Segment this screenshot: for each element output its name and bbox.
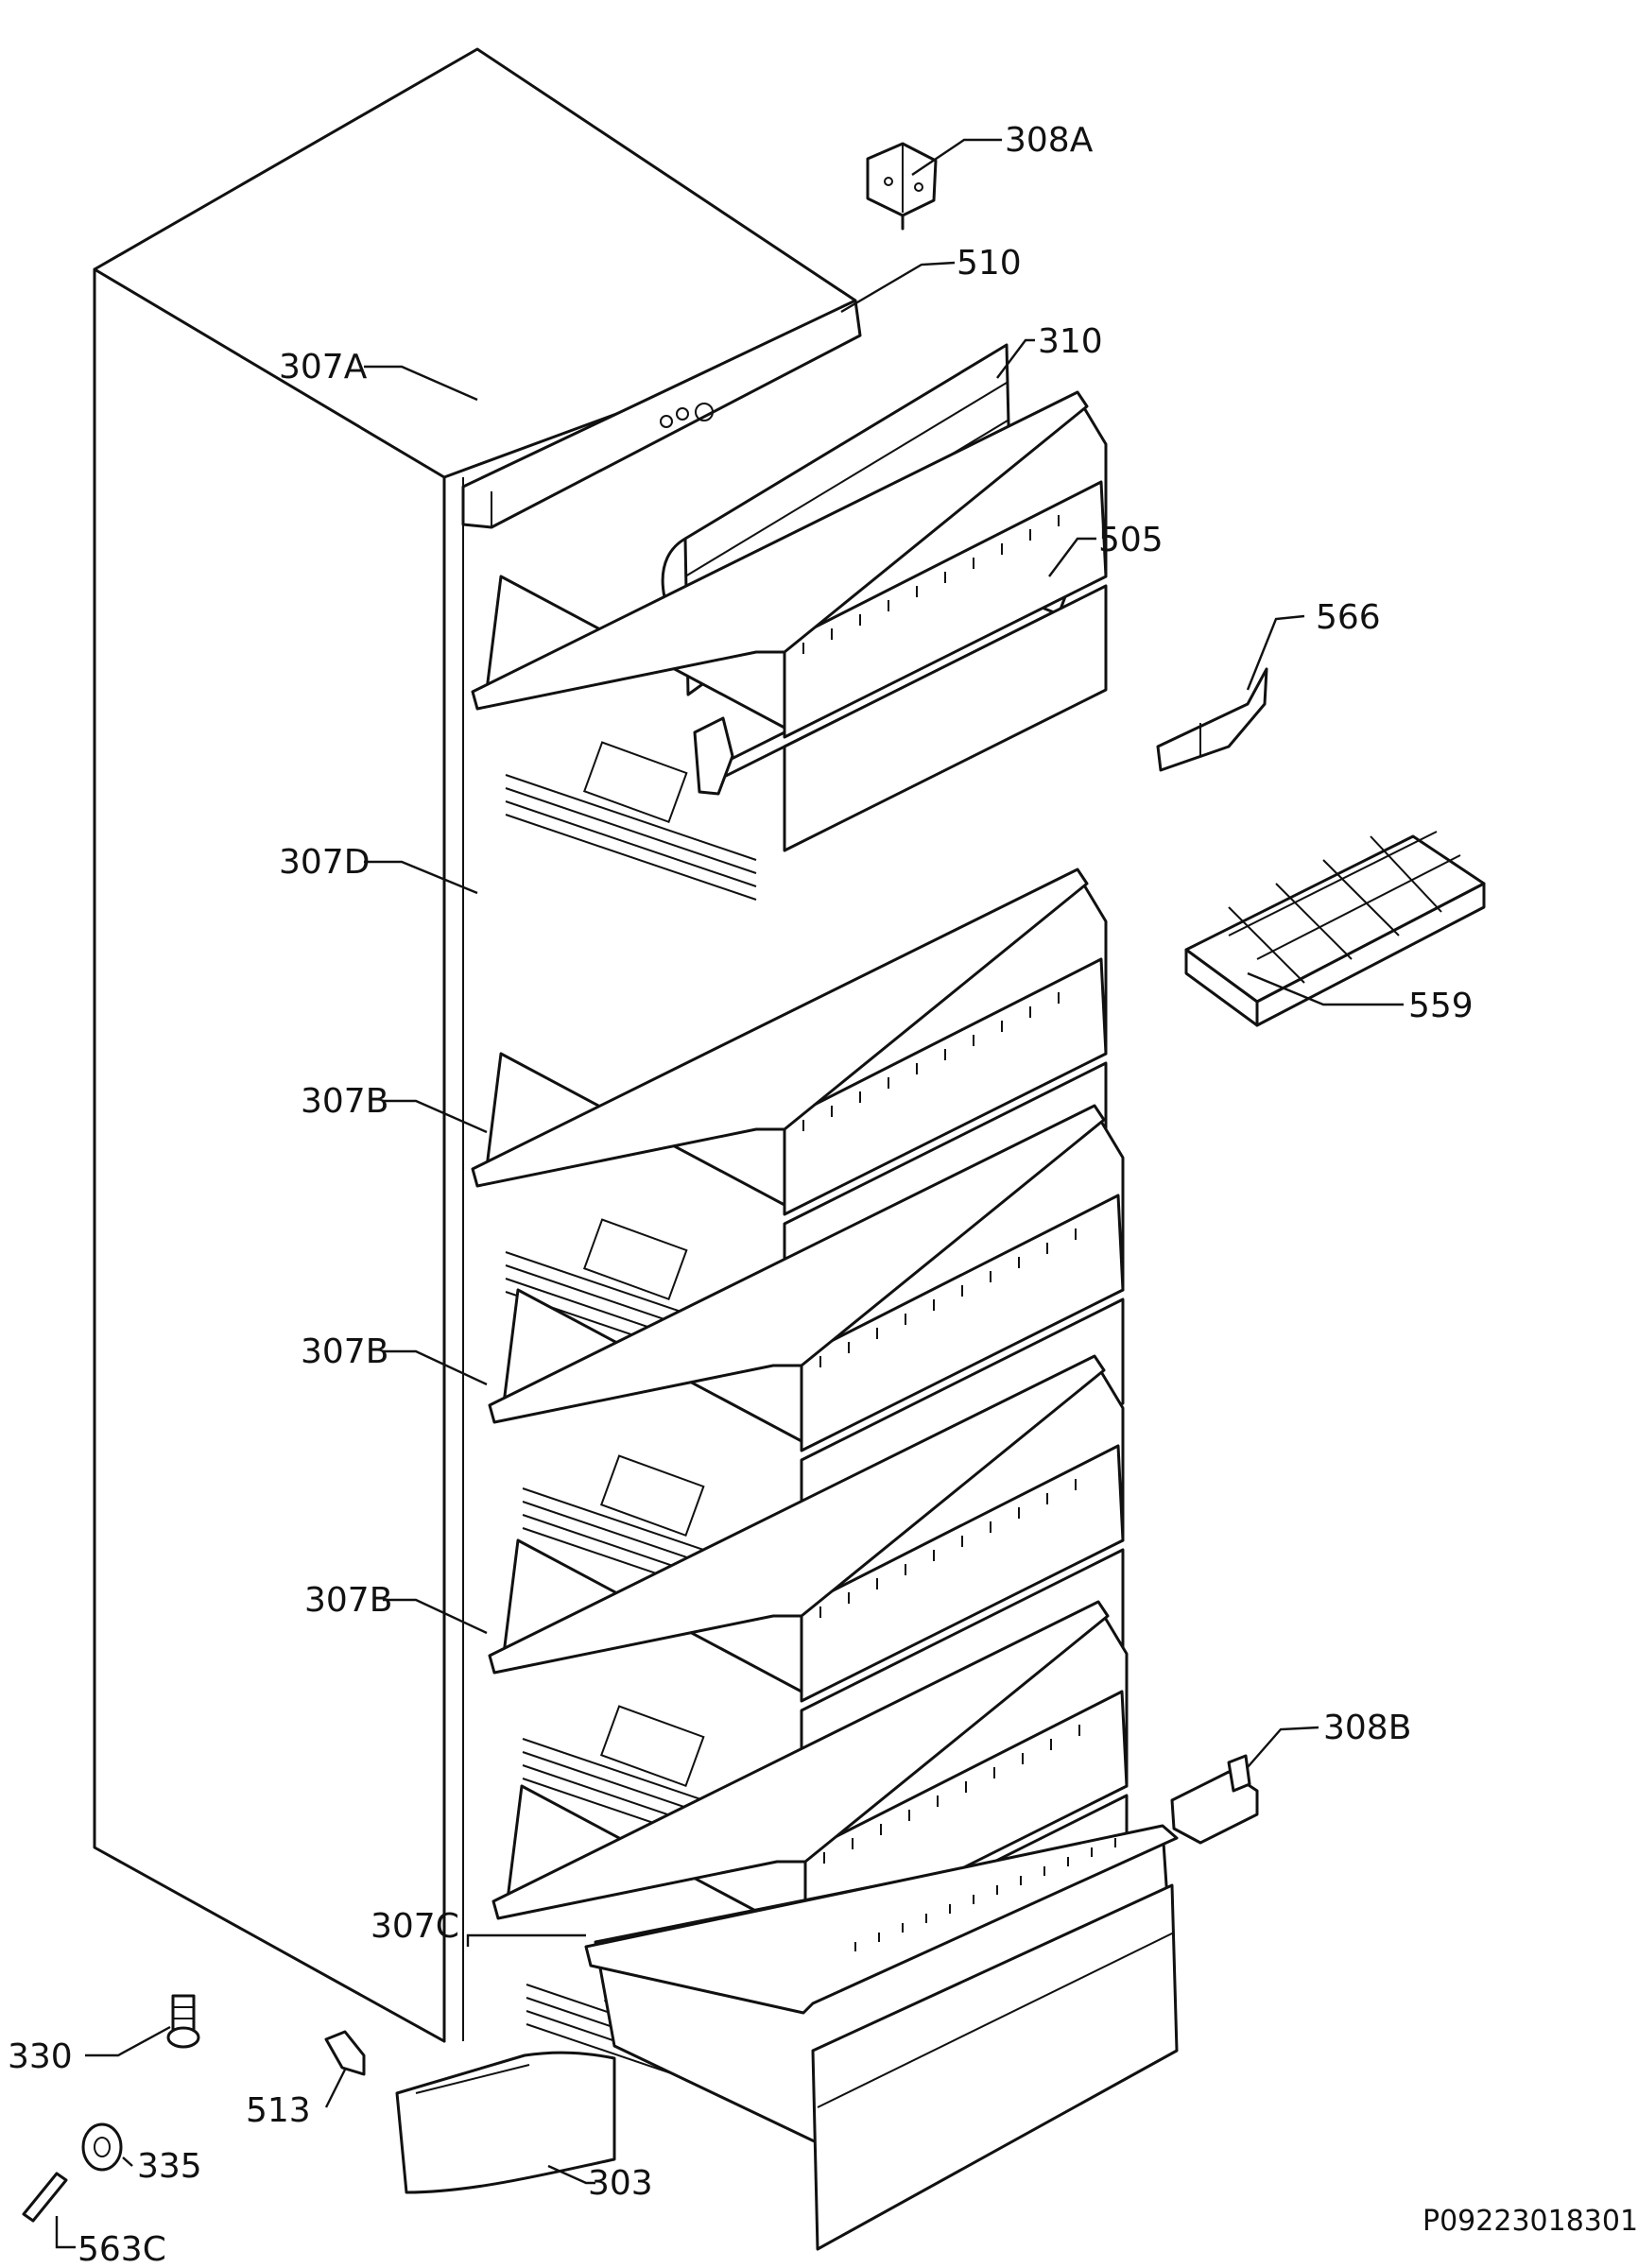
drawer-5-rim xyxy=(491,1600,1110,1920)
label-310: 310 xyxy=(1038,322,1103,361)
ice-tray xyxy=(1184,831,1486,1027)
part-labels: 308A 510 310 505 566 307A 307D 559 307B … xyxy=(8,121,1638,2268)
drawer-1-lower-front xyxy=(783,584,1108,852)
label-505: 505 xyxy=(1098,521,1164,559)
drawer-3-rim xyxy=(488,1104,1106,1424)
drawer-1-grille-0 xyxy=(505,774,757,861)
bottom-hinge xyxy=(1170,1754,1259,1845)
part-513 xyxy=(324,2030,366,2076)
label-510: 510 xyxy=(957,244,1022,283)
label-307a: 307A xyxy=(279,348,368,387)
label-563c: 563C xyxy=(78,2230,166,2268)
drawer-2-rim xyxy=(471,868,1089,1188)
label-307b-3: 307B xyxy=(304,1581,392,1620)
reference-code: P09223018301 xyxy=(1422,2205,1638,2238)
drawer-bottom-rim xyxy=(584,1824,1179,2015)
label-307b-1: 307B xyxy=(301,1082,388,1121)
label-335: 335 xyxy=(137,2147,202,2186)
drawer-1-grille-2 xyxy=(505,800,757,887)
drawer-4-front xyxy=(800,1444,1125,1703)
leader-lines xyxy=(55,138,1404,2249)
label-559: 559 xyxy=(1408,987,1474,1025)
leveling-foot xyxy=(166,1994,200,2049)
drawer-1-front xyxy=(783,480,1108,739)
drawer-3-front xyxy=(800,1194,1125,1452)
drawer-bottom-groove xyxy=(817,1932,1175,2108)
wheel xyxy=(81,2122,123,2172)
control-panel xyxy=(461,299,862,529)
drawer-2-front xyxy=(783,957,1108,1216)
label-303: 303 xyxy=(588,2164,653,2203)
drawer-1-grille-1 xyxy=(505,787,757,874)
drawer-1-rim xyxy=(471,390,1089,711)
drawer-3-handle xyxy=(599,1454,705,1538)
label-307d: 307D xyxy=(279,843,370,882)
drawer-stack xyxy=(471,390,1179,2251)
drawer-1-handle xyxy=(582,741,688,824)
top-hinge xyxy=(866,142,938,231)
label-330: 330 xyxy=(8,2037,73,2076)
label-513: 513 xyxy=(246,2091,311,2130)
drawer-1-grille-3 xyxy=(505,814,757,901)
drawer-4-handle xyxy=(599,1705,705,1788)
drawer-2-handle xyxy=(582,1218,688,1301)
part-566 xyxy=(1156,667,1268,772)
drawer-4-rim xyxy=(488,1354,1106,1675)
pin xyxy=(22,2172,68,2223)
label-307c: 307C xyxy=(371,1907,459,1946)
plinth xyxy=(395,2051,616,2194)
label-566: 566 xyxy=(1316,598,1381,637)
label-307b-2: 307B xyxy=(301,1332,388,1371)
label-308a: 308A xyxy=(1005,121,1094,160)
label-308b: 308B xyxy=(1323,1709,1411,1747)
